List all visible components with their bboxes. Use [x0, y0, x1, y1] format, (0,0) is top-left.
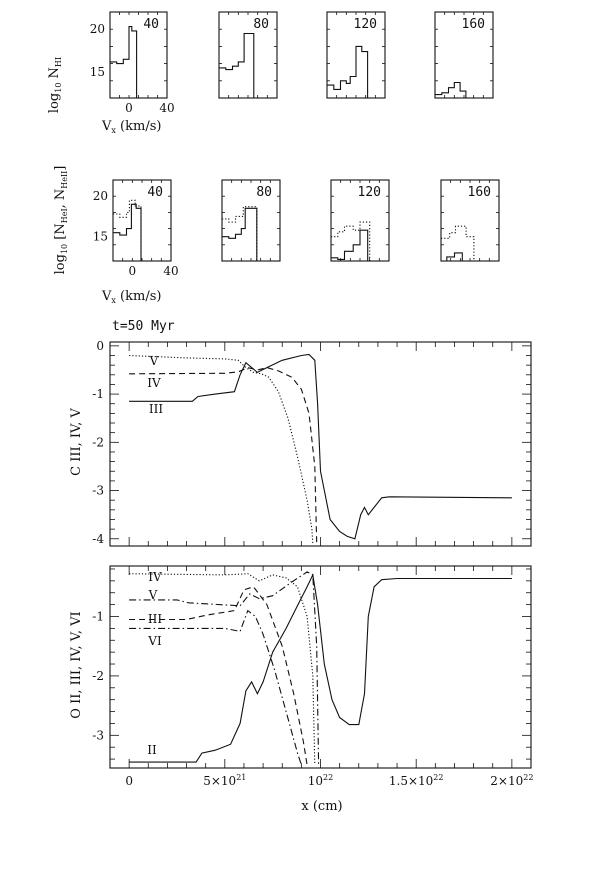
he-ylabel: log10 [NHeI, NHeII] — [53, 166, 69, 275]
carbon-ytick-label: -3 — [92, 484, 104, 498]
ion-xtick-label: 1.5×1022 — [389, 773, 444, 788]
oxygen-series-line-v — [129, 571, 320, 766]
ion-xtick-label: 0 — [125, 774, 133, 788]
oxygen-ytick-label: -3 — [92, 728, 104, 742]
hi-velocity-annotation: 120 — [354, 17, 377, 32]
carbon-series-line-v — [129, 354, 314, 544]
ion-xtick-label: 2×1022 — [490, 773, 533, 788]
carbon-series-label-iv: IV — [147, 376, 161, 390]
he-velocity-annotation: 160 — [468, 185, 491, 200]
he-series-2-1 — [331, 221, 371, 261]
hi-velocity-annotation: 80 — [253, 17, 269, 32]
he-velocity-annotation: 80 — [256, 185, 272, 200]
hi-series-0-0 — [110, 26, 138, 98]
he-series-2-0 — [331, 229, 369, 261]
hi-series-3-0 — [435, 81, 467, 98]
carbon-panel-frame — [109, 341, 532, 547]
he-series-1-0 — [222, 207, 258, 261]
he-xtick-label: 0 — [129, 264, 137, 278]
oxygen-series-line-iii — [129, 586, 308, 766]
hi-xlabel: Vx (km/s) — [101, 119, 161, 135]
hi-ytick-label: 15 — [90, 65, 105, 79]
he-xtick-label: 40 — [163, 264, 178, 278]
carbon-series-line-iii — [129, 353, 512, 540]
oxygen-ytick-label: -2 — [92, 669, 104, 683]
hi-xtick-label: 40 — [159, 101, 174, 115]
carbon-ytick-label: -1 — [92, 387, 104, 401]
oxygen-series-label-iii: III — [148, 612, 162, 626]
ion-xlabel: x (cm) — [301, 799, 342, 814]
he-ytick-label: 20 — [93, 189, 108, 203]
ion-xtick-label: 1022 — [308, 773, 333, 788]
oxygen-ytick-label: -1 — [92, 610, 104, 624]
carbon-series-line-iv — [129, 367, 318, 544]
ion-xtick-label: 5×1021 — [203, 773, 246, 788]
carbon-ylabel: C III, IV, V — [69, 408, 84, 476]
carbon-series-label-iii: III — [149, 402, 163, 416]
oxygen-series-label-iv: IV — [148, 570, 162, 584]
he-velocity-annotation: 120 — [358, 185, 381, 200]
oxygen-panel-frame — [109, 565, 532, 769]
oxygen-series-label-vi: VI — [147, 634, 162, 648]
oxygen-series-label-v: V — [148, 588, 158, 602]
carbon-series-label-v: V — [149, 354, 159, 368]
hi-column-density-row: 40 15 20 0 40 80 120 160 — [90, 11, 494, 115]
oxygen-series-line-iv — [129, 573, 316, 766]
oxygen-series-line-vi — [129, 609, 302, 766]
he-series-1-1 — [222, 206, 258, 261]
hi-velocity-annotation: 40 — [143, 17, 159, 32]
hi-series-1-0 — [219, 32, 255, 98]
carbon-ytick-label: -4 — [92, 532, 104, 546]
he-series-3-0 — [446, 252, 463, 261]
hi-xtick-label: 0 — [125, 101, 133, 115]
he-ytick-label: 15 — [93, 230, 108, 244]
he-series-3-1 — [441, 225, 475, 261]
oxygen-series-label-ii: II — [147, 743, 157, 757]
he-xlabel: Vx (km/s) — [101, 289, 161, 305]
he-series-0-0 — [113, 203, 142, 261]
time-label: t=50 Myr — [112, 319, 175, 334]
carbon-ions-panel: 0 -1 -2 -3 -4 V IV III — [92, 339, 532, 547]
oxygen-ylabel: O II, III, IV, V, VI — [69, 611, 84, 718]
carbon-ytick-label: -2 — [92, 435, 104, 449]
oxygen-series-line-ii — [129, 573, 512, 763]
hi-series-2-0 — [327, 45, 369, 98]
hi-ylabel: log10 NHI — [47, 57, 63, 113]
he-column-density-row: 40 15 20 0 40 80 120 160 — [93, 179, 500, 278]
hi-velocity-annotation: 160 — [462, 17, 485, 32]
hi-ytick-label: 20 — [90, 22, 105, 36]
carbon-ytick-label: 0 — [96, 339, 104, 353]
he-velocity-annotation: 40 — [147, 185, 163, 200]
